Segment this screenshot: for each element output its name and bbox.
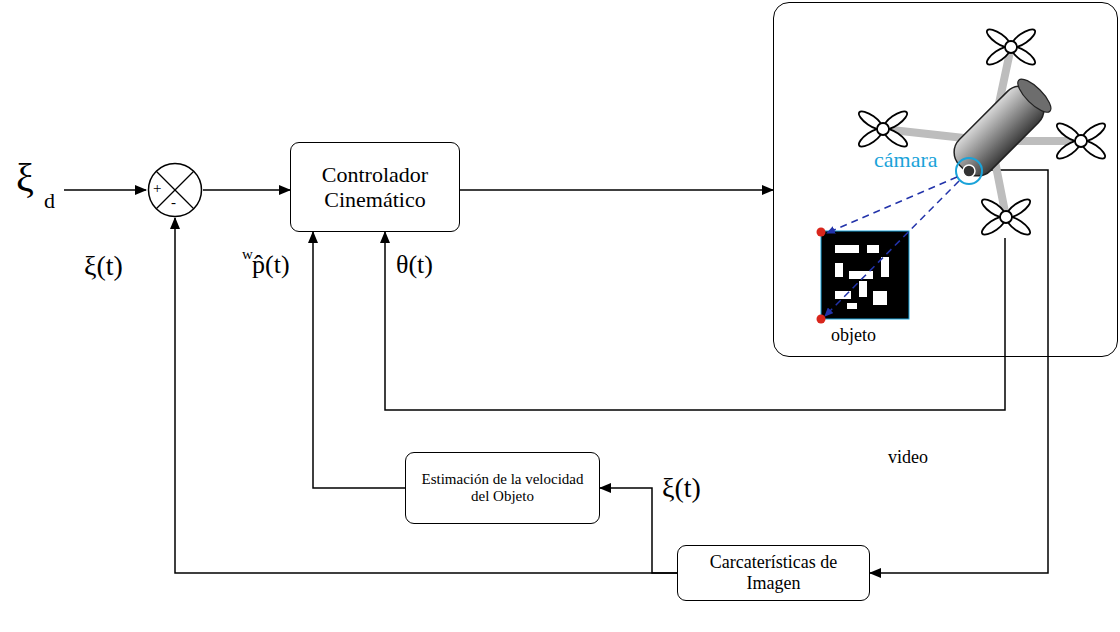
propeller [1054,120,1107,161]
propeller-hub [1000,211,1012,223]
propeller-hub [1005,41,1017,53]
process-box: Estimación de la velocidad del Objeto [405,452,600,524]
plant-panel: cámara objeto [773,2,1118,357]
corner-dot [817,228,826,237]
signal-symbol: θ(t) [396,252,433,278]
propeller [984,26,1037,67]
signal-connector [203,189,290,191]
signal-name: video [888,448,928,466]
propeller-hub [877,123,889,135]
part-label: objeto [831,325,876,346]
process-box: Controlador Cinemático [290,142,460,232]
camera-ring [956,158,982,184]
drone-body [947,74,1056,183]
signal-symbol: p̂(t) [252,252,290,278]
signal-connector [175,218,677,573]
marker-cell [873,291,887,305]
signal-symbol: ξ(t) [84,252,123,280]
marker-cell [881,257,889,277]
camera-lens [963,165,975,177]
marker-cell [835,263,843,277]
signal-symbol: w [242,247,253,262]
signal-symbol: ξ(t) [662,474,701,502]
process-box: Carcaterísticas de Imagen [677,545,870,601]
box-text: Carcaterísticas de Imagen [686,552,861,593]
marker-cell [859,281,867,297]
marker-cell [867,245,879,253]
signal-connector [313,232,405,488]
signal-connector [460,189,773,191]
summing-junction: +- [147,162,203,218]
box-text: Estimación de la velocidad del Objeto [414,471,591,506]
marker-cell [835,245,859,253]
sign-symbol: + [153,180,161,197]
propeller [979,196,1032,237]
box-text: Controlador Cinemático [299,162,451,213]
sight-line [827,177,957,233]
propeller-hub [1075,135,1087,147]
marker-cell [849,271,873,279]
reference-input-arrow [64,189,146,191]
signal-symbol: d [44,190,55,212]
part-label: cámara [874,147,938,172]
signal-connector [870,170,1048,573]
sight-line [825,181,959,316]
marker-cell [847,303,857,309]
signal-symbol: ξ [16,158,34,198]
corner-dot [817,315,826,324]
signal-connector [385,232,1005,410]
sign-symbol: - [171,194,176,211]
propeller [856,108,909,149]
